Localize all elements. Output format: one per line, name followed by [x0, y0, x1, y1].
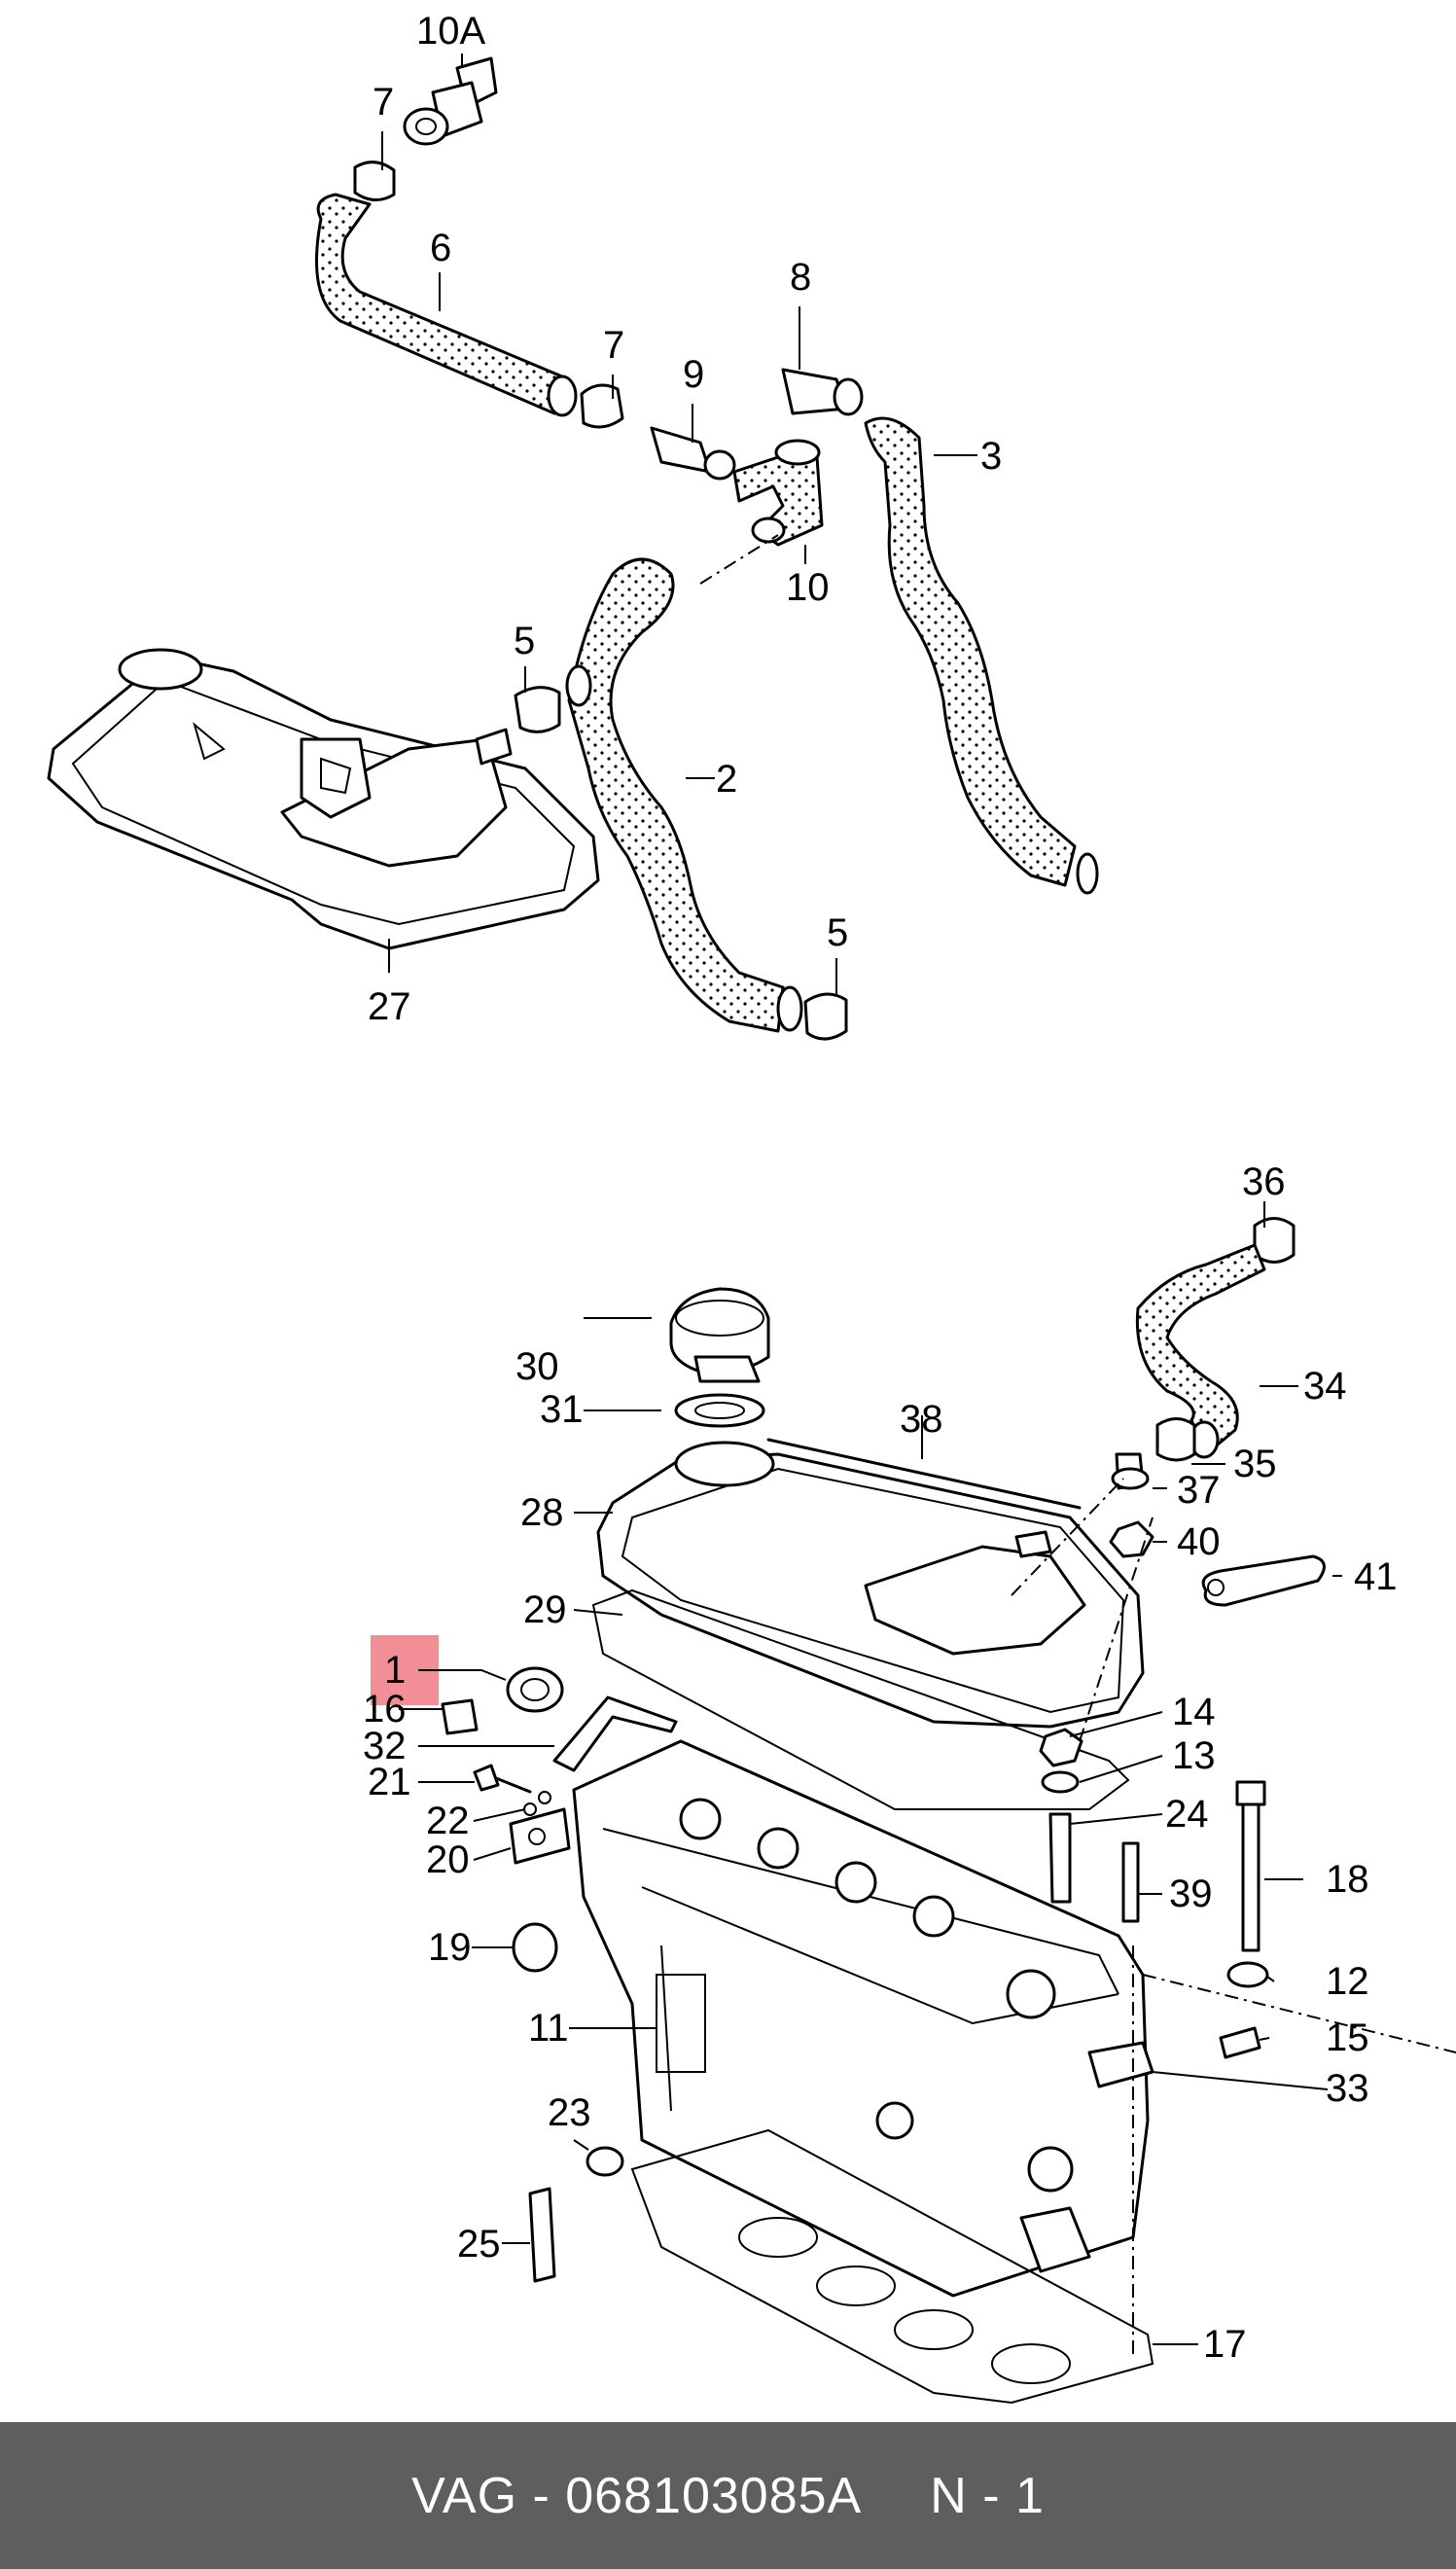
callout-35: 35	[1233, 1443, 1277, 1485]
callout-15: 15	[1326, 2016, 1369, 2059]
callout-29: 29	[523, 1588, 567, 1631]
part-34-hose	[1135, 1243, 1266, 1459]
part-6-hose	[315, 193, 578, 417]
callout-37: 37	[1177, 1469, 1221, 1512]
part-38-gasket	[766, 1438, 1082, 1510]
part-14-nut	[1039, 1728, 1083, 1767]
callout-31: 31	[540, 1388, 584, 1431]
part-21-bolt	[473, 1764, 532, 1794]
part-23-seal	[586, 2146, 624, 2177]
exploded-parts-diagram: 10A 7 6 7 8 9 3 10 5 2 5 27 36 30 34 31 …	[47, 10, 1456, 2405]
callout-1: 1	[384, 1649, 406, 1692]
callout-8: 8	[790, 256, 811, 299]
footer-separator: -	[532, 2467, 550, 2524]
part-5-clamp-lower	[803, 992, 848, 1041]
callout-10: 10	[786, 566, 830, 609]
part-9-valve	[650, 426, 736, 481]
callout-30: 30	[515, 1345, 559, 1388]
callout-5-upper: 5	[514, 620, 535, 662]
part-24-stud	[1048, 1812, 1072, 1904]
callout-28: 28	[520, 1491, 564, 1534]
callout-3: 3	[980, 435, 1002, 478]
callout-39: 39	[1169, 1873, 1213, 1915]
callout-9: 9	[683, 353, 704, 396]
part-8-t-piece	[781, 368, 864, 416]
part-2-hose	[565, 557, 803, 1033]
callout-2: 2	[716, 758, 737, 801]
part-16-plug	[441, 1698, 479, 1735]
part-10A-connector	[403, 56, 498, 146]
part-22-pins	[523, 1791, 551, 1816]
callout-34: 34	[1303, 1365, 1347, 1408]
callout-10A: 10A	[416, 10, 485, 53]
footer-position-label: N - 1	[930, 2467, 1045, 2524]
callout-7-lower: 7	[603, 324, 624, 367]
part-17-head-gasket	[630, 2128, 1154, 2405]
part-20-plate	[509, 1807, 571, 1865]
callout-18: 18	[1326, 1858, 1369, 1901]
part-35-clamp	[1155, 1417, 1196, 1462]
callout-33: 33	[1326, 2067, 1369, 2110]
callout-12: 12	[1326, 1960, 1369, 2003]
part-30-cap	[669, 1287, 770, 1383]
callout-41: 41	[1354, 1555, 1398, 1598]
callout-13: 13	[1172, 1734, 1216, 1777]
callout-20: 20	[426, 1838, 470, 1881]
callout-11: 11	[528, 2007, 569, 2050]
part-25-guide	[528, 2187, 556, 2283]
callout-5-lower: 5	[827, 911, 848, 954]
callout-27: 27	[368, 985, 411, 1028]
part-15-pin	[1219, 2026, 1261, 2059]
callout-24: 24	[1165, 1793, 1209, 1836]
part-31-seal	[674, 1393, 765, 1428]
part-28-cover	[596, 1441, 1145, 1729]
footer-brand: VAG	[411, 2467, 518, 2524]
callout-16: 16	[363, 1688, 407, 1731]
part-32-tool	[552, 1695, 678, 1772]
part-29-gasket	[591, 1588, 1130, 1810]
callout-14: 14	[1172, 1691, 1216, 1733]
footer-part-number: 068103085A	[565, 2467, 863, 2524]
callout-17: 17	[1203, 2323, 1247, 2366]
callout-36: 36	[1242, 1160, 1286, 1203]
callout-23: 23	[548, 2091, 591, 2134]
part-3-hose	[864, 416, 1099, 895]
part-12-washer	[1226, 1961, 1269, 1988]
assembly-line-upper	[699, 534, 779, 585]
part-11-cylinder-head	[572, 1739, 1150, 2298]
part-19-plug	[512, 1922, 558, 1973]
part-36-clamp	[1253, 1217, 1296, 1264]
part-27-cover	[47, 648, 600, 950]
part-18-bolt	[1235, 1780, 1266, 1952]
callout-25: 25	[457, 2223, 501, 2266]
part-10-elbow	[732, 439, 824, 547]
callout-32: 32	[363, 1725, 407, 1767]
part-41-bracket	[1201, 1554, 1326, 1607]
callout-22: 22	[426, 1800, 470, 1842]
callout-40: 40	[1177, 1520, 1221, 1563]
part-39-stud	[1121, 1841, 1140, 1923]
callout-labels: 10A 7 6 7 8 9 3 10 5 2 5 27 36 30 34 31 …	[363, 10, 1398, 2366]
part-7-clamp-lower	[580, 383, 624, 429]
part-40-nut	[1109, 1520, 1154, 1558]
part-13-washer	[1041, 1770, 1080, 1794]
camshaft-lobes	[679, 1798, 1056, 2019]
part-5-clamp-upper	[514, 686, 561, 733]
leader-lines	[381, 54, 1342, 2345]
footer-bar: VAG - 068103085A N - 1	[0, 2422, 1456, 2569]
assembly-lines-lower	[1011, 1478, 1456, 2354]
callout-21: 21	[368, 1761, 411, 1803]
callout-19: 19	[428, 1926, 472, 1969]
callout-7-upper: 7	[373, 81, 394, 124]
callout-38: 38	[900, 1398, 943, 1441]
part-1-seal	[506, 1666, 564, 1713]
part-7-clamp-upper	[353, 161, 396, 201]
callout-6: 6	[430, 227, 451, 269]
